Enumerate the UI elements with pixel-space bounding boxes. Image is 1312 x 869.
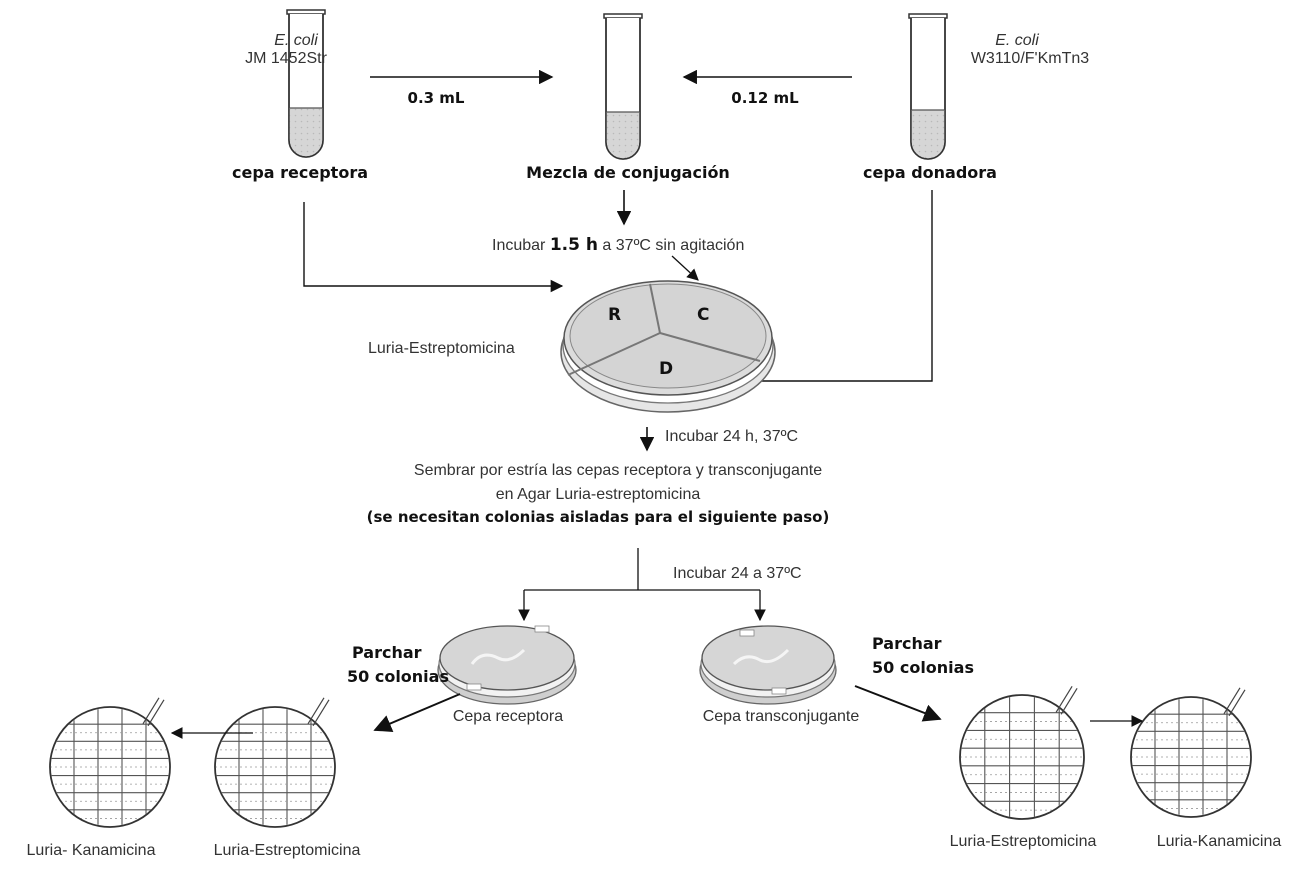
receptor-plate-icon — [437, 625, 577, 705]
incubation-1-prefix: Incubar — [492, 237, 546, 254]
transconjugant-plate-icon — [699, 625, 837, 705]
patch-left-line-2: 50 colonias — [347, 667, 449, 686]
grid-plate-left-kanamycin — [49, 697, 171, 828]
donor-species: E. coli — [995, 32, 1039, 49]
transconjugant-plate-label: Cepa transconjugante — [702, 708, 860, 725]
patch-right-line-2: 50 colonias — [872, 658, 974, 677]
donor-volume: 0.12 mL — [731, 89, 799, 107]
receptor-tube-icon — [286, 9, 326, 158]
receptor-label: cepa receptora — [231, 163, 369, 182]
grid-plate-left-streptomycin — [214, 697, 336, 828]
receptor-strain: JM 1452Str — [245, 50, 327, 67]
grid-label-right-streptomycin: Luria-Estreptomicina — [949, 833, 1097, 850]
receptor-species: E. coli — [274, 32, 318, 49]
donor-tube-icon — [908, 13, 948, 160]
sector-d-label: D — [659, 359, 674, 379]
plate-1-medium: Luria-Estreptomicina — [368, 340, 515, 357]
main-petri-dish — [560, 280, 776, 413]
grid-plate-right-kanamycin — [1130, 687, 1252, 818]
donor-strain: W3110/F'KmTn3 — [970, 50, 1090, 67]
donor-to-plate-arrow — [711, 190, 933, 388]
branch-arrows — [518, 548, 766, 622]
mixture-label: Mezcla de conjugación — [526, 163, 730, 182]
receptor-volume: 0.3 mL — [407, 89, 465, 107]
mixture-tube-icon — [603, 13, 643, 160]
donor-label: cepa donadora — [863, 163, 997, 182]
patch-right-arrow — [854, 685, 942, 722]
grid-label-right-kanamycin: Luria-Kanamicina — [1156, 833, 1282, 850]
incubation-3: Incubar 24 a 37ºC — [673, 565, 802, 582]
streak-note: (se necesitan colonias aisladas para el … — [366, 508, 830, 526]
incubation-2: Incubar 24 h, 37ºC — [665, 428, 799, 445]
incubation-1-time: 1.5 h — [549, 235, 598, 255]
patch-left-arrow — [373, 693, 461, 732]
receptor-plate-label: Cepa receptora — [452, 708, 564, 725]
grid-plate-right-streptomycin — [959, 686, 1085, 820]
mixture-to-sector-c-arrow — [671, 255, 699, 281]
sector-r-label: R — [608, 305, 622, 325]
incubation-1: Incubar 1.5 h a 37ºC sin agitación — [492, 235, 745, 256]
streak-line-2: en Agar Luria-estreptomicina — [495, 486, 701, 503]
patch-right-line-1: Parchar — [872, 634, 942, 653]
incubation-1-suffix: a 37ºC sin agitación — [602, 237, 745, 254]
sector-c-label: C — [697, 305, 710, 325]
grid-label-left-streptomycin: Luria-Estreptomicina — [213, 842, 361, 859]
patch-left-line-1: Parchar — [352, 643, 422, 662]
streak-line-1: Sembrar por estría las cepas receptora y… — [413, 462, 823, 479]
grid-label-left-kanamycin: Luria- Kanamicina — [26, 842, 156, 859]
receptor-to-plate-arrow — [303, 202, 564, 293]
